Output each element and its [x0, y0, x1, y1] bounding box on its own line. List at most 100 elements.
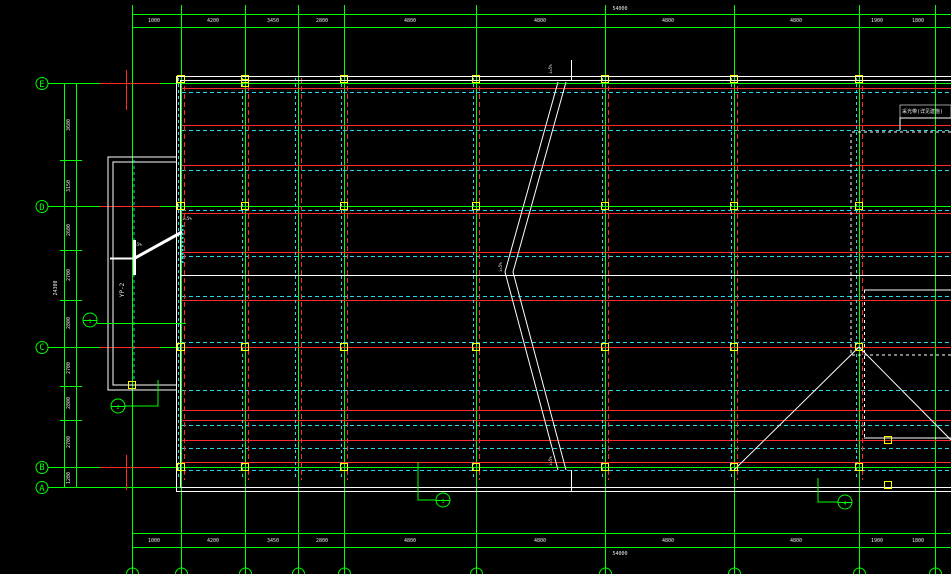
column-20: [730, 75, 738, 83]
annex-outer: [107, 156, 176, 391]
top-dim-5: 4800: [404, 18, 416, 24]
dimension-lines: [60, 14, 951, 548]
bottom-dim-1: 1000: [148, 538, 160, 544]
bottom-bubble-6: [599, 567, 612, 574]
left-dim-5: 2800: [66, 317, 72, 329]
axis-labels: E D C B A: [39, 80, 45, 494]
bottom-dim-8: 4800: [790, 538, 802, 544]
left-dim-8: 2700: [66, 436, 72, 448]
column-13: [472, 202, 480, 210]
beam-lines: [100, 70, 951, 490]
column-10: [340, 343, 348, 351]
axis-label-a: A: [39, 484, 45, 494]
left-dim-7: 2800: [66, 397, 72, 409]
annex-inner: [112, 161, 176, 386]
column-9: [340, 202, 348, 210]
building-outline: [107, 60, 951, 492]
bottom-bubble-4: [338, 567, 351, 574]
right-diagonal: [733, 346, 951, 471]
bottom-bubble-2: [239, 567, 252, 574]
section-leader-2: [125, 380, 159, 407]
column-5: [241, 202, 249, 210]
ridge-line-a: [504, 81, 559, 471]
bottom-dim-10: 1800: [912, 538, 924, 544]
left-dim-1: 3600: [66, 119, 72, 131]
yp2-label: YP-2: [119, 282, 126, 297]
column-12: [472, 75, 480, 83]
skylight-leader: [899, 117, 951, 130]
left-dim-2: 3150: [66, 180, 72, 192]
column-markers: [128, 75, 892, 489]
axis-label-e: E: [39, 80, 44, 90]
axis-label-c: C: [39, 343, 44, 353]
bottom-dim-7: 4800: [662, 538, 674, 544]
left-dim-6: 2700: [66, 362, 72, 374]
skylight-note: 采光带(详见建施): [902, 108, 943, 115]
bottom-dim-5: 4800: [404, 538, 416, 544]
top-dimension-texts: 1000 4200 3450 2800 4800 4800 4800 4800 …: [148, 6, 924, 24]
axis-label-d: D: [39, 203, 44, 213]
column-6: [241, 343, 249, 351]
bottom-bubble-5: [470, 567, 483, 574]
column-24: [855, 75, 863, 83]
bottom-dim-2: 4200: [207, 538, 219, 544]
column-18: [601, 343, 609, 351]
column-2: [177, 343, 185, 351]
bottom-dim-4: 2800: [316, 538, 328, 544]
section-label-4: 4: [843, 501, 846, 507]
column-14: [472, 343, 480, 351]
column-27: [855, 463, 863, 471]
column-17: [601, 202, 609, 210]
section-leader-3: [417, 462, 436, 501]
left-note-b: i=5%: [132, 242, 142, 247]
column-1: [177, 202, 185, 210]
top-dim-9: 1900: [871, 18, 883, 24]
annotation-texts: i=5% i=5% i=5% i=5% i=5% YP-2 采光带(详见建施): [119, 64, 943, 466]
section-label-2: 2: [116, 405, 119, 411]
axis-bubbles: [35, 77, 942, 574]
left-dimension-texts: 3600 3150 2600 2700 2800 2700 2800 2700 …: [53, 119, 72, 484]
section-leader-4: [817, 478, 838, 503]
stair-diagonal: [134, 230, 183, 260]
left-dim-9: 1200: [66, 472, 72, 484]
section-label-3: 3: [441, 499, 444, 505]
column-11: [340, 463, 348, 471]
top-dim-10: 1800: [912, 18, 924, 24]
column-16: [601, 75, 609, 83]
column-26: [855, 343, 863, 351]
bottom-total: 54000: [612, 551, 627, 557]
bottom-dim-9: 1900: [871, 538, 883, 544]
column-29: [884, 436, 892, 444]
ridge-mid-note: i=5%: [498, 262, 503, 272]
axis-label-b: B: [39, 463, 44, 473]
column-7: [241, 463, 249, 471]
top-dim-3: 3450: [267, 18, 279, 24]
left-dim-4: 2700: [66, 269, 72, 281]
section-label-1: 1: [88, 319, 91, 325]
section-labels: 1 2 3 4: [88, 319, 846, 507]
top-dim-8: 4800: [790, 18, 802, 24]
top-dim-7: 4800: [662, 18, 674, 24]
ridge-top-note: i=5%: [548, 64, 553, 74]
top-dim-2: 4200: [207, 18, 219, 24]
column-8: [340, 75, 348, 83]
column-28: [241, 79, 249, 87]
top-dim-6: 4800: [534, 18, 546, 24]
column-15: [472, 463, 480, 471]
left-note-a: i=5%: [182, 216, 192, 221]
column-19: [601, 463, 609, 471]
column-30: [884, 481, 892, 489]
top-dim-4: 2800: [316, 18, 328, 24]
skylight-box: [850, 131, 951, 356]
column-22: [730, 343, 738, 351]
column-3: [177, 463, 185, 471]
column-31: [128, 381, 136, 389]
column-23: [730, 463, 738, 471]
left-dim-3: 2600: [66, 224, 72, 236]
left-total: 24300: [53, 280, 59, 295]
column-21: [730, 202, 738, 210]
skylight-note-box: [899, 104, 951, 119]
grid-lines: [50, 5, 951, 574]
bottom-dim-3: 3450: [267, 538, 279, 544]
